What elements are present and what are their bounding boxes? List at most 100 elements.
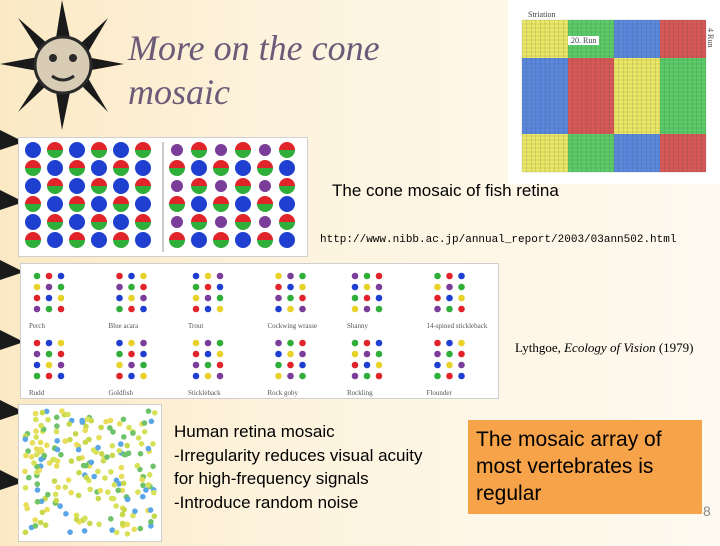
cone-red-half	[235, 214, 251, 222]
species-cone	[287, 283, 294, 291]
cone-purple	[259, 216, 271, 228]
cone-red-half	[47, 142, 63, 150]
species-cone	[351, 350, 359, 358]
human-cone	[76, 469, 82, 476]
species-label: Flounder	[427, 389, 453, 397]
citation-author: Lythgoe,	[515, 340, 565, 355]
species-cone	[363, 272, 371, 280]
cone-red-half	[169, 160, 185, 168]
human-cone	[98, 451, 105, 457]
species-cone	[204, 294, 212, 302]
species-cone	[204, 372, 212, 380]
human-cone	[28, 454, 35, 460]
cone-blue	[25, 178, 41, 194]
species-cone	[57, 283, 65, 291]
human-note-line: -Irregularity reduces visual acuity	[174, 445, 423, 465]
species-cone	[351, 372, 359, 380]
species-cone	[116, 350, 123, 358]
human-mosaic-svg	[22, 408, 158, 537]
cone-blue	[69, 142, 85, 158]
cone-green-half	[257, 168, 273, 176]
grid-label-side: 4 Run	[706, 28, 715, 48]
species-cone	[275, 294, 282, 302]
human-cone	[124, 442, 130, 449]
cone-red-half	[235, 178, 251, 186]
cone-green-half	[113, 204, 129, 212]
human-cone	[107, 417, 114, 424]
species-cone	[57, 350, 65, 358]
species-cone	[45, 272, 53, 280]
human-cone	[53, 414, 60, 421]
grid-label-run: 20. Run	[568, 36, 600, 45]
cone-green-half	[91, 186, 107, 194]
human-cone	[108, 495, 115, 502]
human-cone	[32, 517, 38, 523]
cone-red-half	[213, 160, 229, 168]
cone-green-half	[213, 240, 229, 248]
human-cone	[139, 476, 145, 483]
cone-green-half	[213, 168, 229, 176]
human-cone	[83, 474, 90, 481]
human-cone	[150, 441, 156, 447]
human-cone	[140, 482, 146, 489]
cone-purple	[171, 180, 183, 192]
human-cone	[55, 484, 61, 491]
cone-red-half	[279, 214, 295, 222]
species-cone	[128, 294, 135, 302]
cone-red-half	[191, 214, 207, 222]
human-cone	[38, 422, 44, 429]
human-cone	[34, 487, 41, 493]
species-cone	[287, 372, 294, 380]
human-retina-notes: Human retina mosaic -Irregularity reduce…	[174, 420, 422, 514]
species-cone	[458, 339, 465, 347]
human-cone	[52, 491, 59, 498]
human-cone	[120, 416, 127, 423]
human-cone	[110, 429, 116, 435]
species-cone	[116, 294, 123, 302]
slide-title: More on the cone mosaic	[128, 28, 380, 112]
human-cone	[135, 489, 141, 495]
species-cone	[375, 294, 383, 302]
human-cone	[126, 424, 132, 431]
cone-red-half	[191, 142, 207, 150]
species-cone	[351, 283, 359, 291]
species-label: Rudd	[29, 389, 45, 397]
cone-green-half	[47, 186, 63, 194]
species-cone	[287, 339, 294, 347]
species-cone	[299, 361, 306, 369]
species-cone	[140, 339, 147, 347]
cone-red-half	[257, 232, 273, 240]
cone-blue	[47, 160, 63, 176]
human-cone	[32, 523, 39, 529]
human-cone	[107, 425, 113, 431]
species-cone	[216, 350, 224, 358]
species-cone	[57, 372, 65, 380]
species-cone	[128, 272, 135, 280]
cone-green-half	[135, 222, 151, 230]
cone-blue	[91, 160, 107, 176]
species-cone	[192, 361, 200, 369]
cone-blue	[235, 196, 251, 212]
human-cone	[63, 511, 69, 517]
species-cone	[140, 361, 147, 369]
human-cone	[111, 482, 118, 488]
species-cone	[275, 361, 282, 369]
species-cone	[351, 339, 359, 347]
human-cone	[120, 480, 127, 487]
human-cone	[39, 409, 46, 416]
species-cone	[446, 283, 453, 291]
decorative-spikes	[0, 130, 24, 490]
species-cone	[375, 350, 383, 358]
human-cone	[91, 473, 97, 480]
human-cone	[119, 520, 126, 527]
species-cone	[128, 350, 135, 358]
cone-green-half	[47, 222, 63, 230]
human-cone	[108, 469, 114, 475]
species-cone	[204, 272, 212, 280]
species-cone	[192, 350, 200, 358]
species-cone	[140, 305, 147, 313]
fish-mosaic-caption: The cone mosaic of fish retina	[332, 181, 559, 200]
cone-blue	[91, 196, 107, 212]
species-cone	[446, 272, 453, 280]
species-cone	[375, 305, 383, 313]
